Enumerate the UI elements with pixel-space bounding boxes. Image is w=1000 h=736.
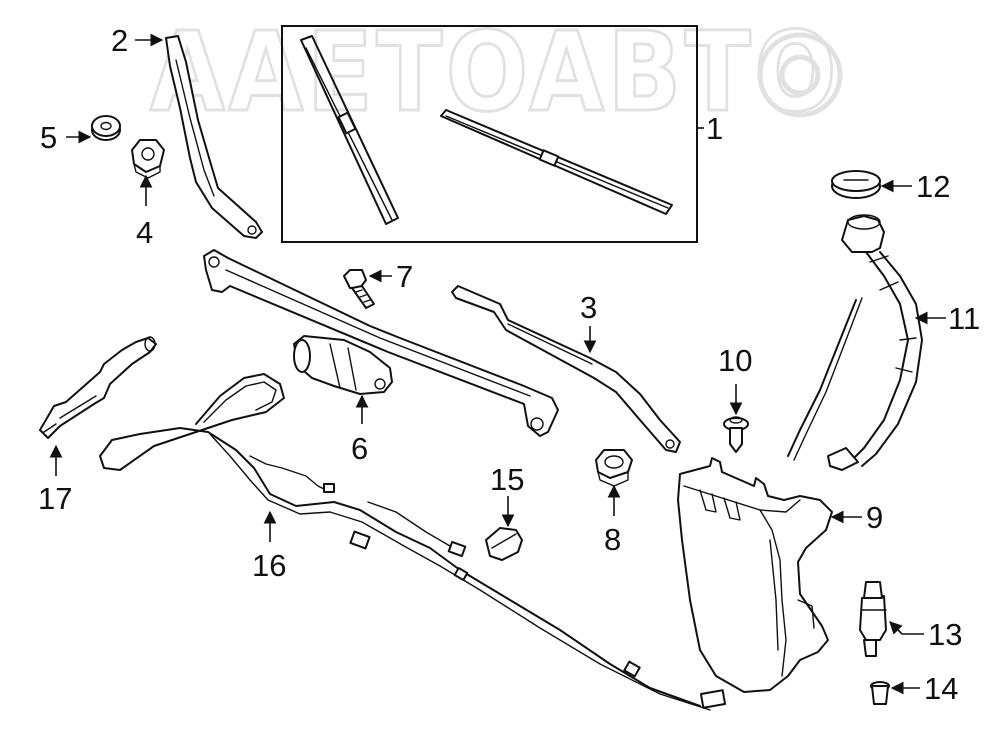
part-4-nut: [131, 139, 165, 179]
callout-4: 4: [136, 215, 153, 250]
callout-5: 5: [40, 120, 57, 155]
callout-6: 6: [351, 431, 368, 466]
leader-13: [889, 621, 924, 635]
part-13-washer-pump: [859, 581, 887, 657]
part-16-washer-hose: [99, 373, 727, 711]
leader-lines: [49, 33, 946, 695]
callout-labels: 1 2 3 4 5 6 7 8 9 10 11 12 13 14 15 16 1…: [38, 23, 980, 706]
callout-2: 2: [111, 23, 128, 58]
callout-13: 13: [928, 617, 962, 652]
part-6-wiper-linkage-motor: [203, 249, 559, 437]
part-2-left-wiper-arm: [165, 35, 263, 239]
callout-9: 9: [866, 500, 883, 535]
callout-10: 10: [718, 343, 752, 378]
watermark-logo: AAETOABTO: [149, 7, 843, 138]
callout-17: 17: [38, 481, 72, 516]
watermark-text: AAETOABTO: [150, 8, 840, 136]
part-15-washer-nozzle: [485, 527, 523, 561]
callout-1: 1: [706, 111, 723, 146]
part-8-nut: [595, 449, 633, 487]
part-17-bracket: [39, 336, 157, 439]
part-12-filler-cap: [831, 170, 881, 199]
part-3-right-wiper-arm: [451, 285, 681, 453]
callout-3: 3: [580, 290, 597, 325]
callout-11: 11: [948, 301, 980, 336]
callout-16: 16: [252, 548, 286, 583]
part-1-wiper-blades: [281, 25, 698, 243]
callout-15: 15: [490, 462, 524, 497]
part-11-filler-neck: [787, 214, 923, 471]
callout-7: 7: [396, 259, 413, 294]
part-9-reservoir: [677, 457, 833, 693]
part-10-push-pin: [723, 416, 749, 453]
callout-14: 14: [924, 671, 958, 706]
part-5-cap: [91, 115, 121, 141]
part-7-bolt: [343, 269, 375, 309]
part-14-grommet: [870, 681, 890, 705]
callout-8: 8: [604, 522, 621, 557]
blade-box: [281, 25, 698, 243]
callout-12: 12: [916, 169, 950, 204]
